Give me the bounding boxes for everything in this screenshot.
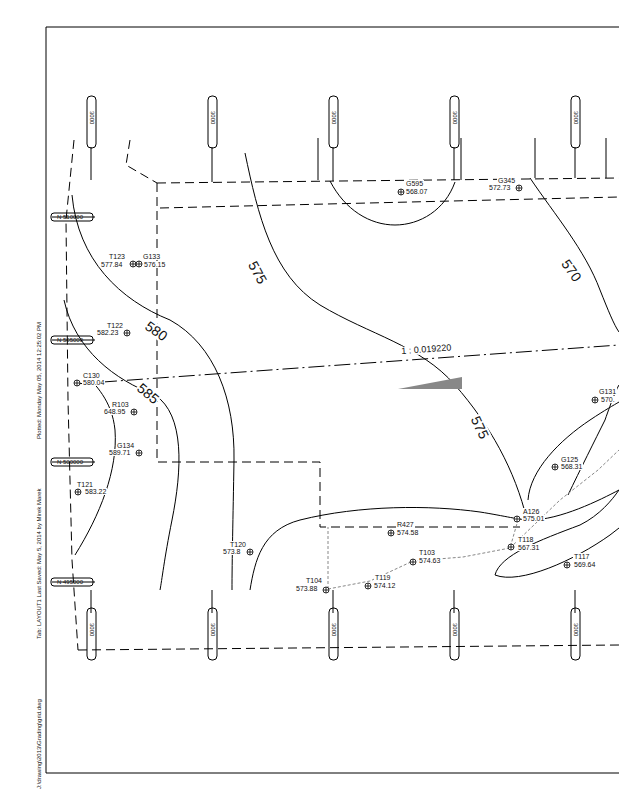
point-id: T121 — [76, 481, 94, 488]
plot-stamp: Tab: LAYOUT1 Last Saved: May 5, 2014 by … — [36, 487, 42, 640]
point-id: T123 — [108, 253, 126, 260]
contour-elevation: 585 — [134, 380, 162, 407]
elevation-value: 589.71 — [108, 449, 131, 456]
plot-stamp: J:\drawing\2013\Grading\grid.dwg — [36, 698, 42, 790]
elevation-value: 583.22 — [84, 488, 107, 495]
elevation-value: 573.88 — [295, 585, 318, 592]
grid-ticks — [52, 138, 606, 613]
elevation-value: 570. — [600, 396, 616, 403]
contour-elevation: 575 — [468, 413, 491, 442]
grid-bubble-label: 3000 — [331, 110, 337, 125]
point-id: G131 — [598, 388, 617, 395]
point-id: C130 — [82, 372, 101, 379]
point-id: G125 — [560, 456, 579, 463]
point-id: T122 — [106, 322, 124, 329]
grid-label: N 510000 — [56, 214, 84, 220]
point-id: G345 — [497, 177, 516, 184]
grid-bubble-label: 3000 — [331, 622, 337, 637]
point-id: T120 — [229, 541, 247, 548]
elevation-value: 577.84 — [100, 261, 123, 268]
point-id: T119 — [374, 574, 391, 581]
elevation-value: 574.12 — [373, 582, 396, 589]
contour-elevation: 580 — [142, 318, 171, 344]
point-id: T117 — [573, 553, 590, 560]
grid-bubble-label: 3000 — [210, 110, 216, 125]
contour-lines — [64, 153, 619, 590]
point-id: G133 — [142, 253, 161, 260]
slope-label: 1 : 0.019220 — [400, 343, 453, 356]
grid-bubbles — [51, 96, 580, 660]
grid-label: N 505000 — [56, 337, 84, 343]
elevation-value: 582.23 — [96, 329, 119, 336]
elevation-value: 567.31 — [517, 544, 540, 551]
grid-label: N 500000 — [56, 459, 84, 465]
contour-elevation: 575 — [246, 258, 270, 287]
slope-arrow — [398, 377, 462, 389]
center-line — [75, 345, 619, 384]
point-id: T118 — [517, 536, 534, 543]
grid-bubble-label: 3000 — [89, 110, 95, 125]
grid-label: N 495000 — [56, 579, 84, 585]
elevation-value: 575.01 — [522, 515, 545, 522]
elevation-value: 573.8 — [222, 548, 242, 555]
grid-bubble-label: 3000 — [573, 622, 579, 637]
boundary-lines — [66, 140, 619, 650]
grid-bubble-label: 3000 — [573, 110, 579, 125]
point-id: T103 — [418, 549, 436, 556]
grid-bubble-label: 3000 — [452, 622, 458, 637]
plot-stamp: Plotted: Monday May 05, 2014 12:25:02 PM — [36, 321, 42, 440]
point-id: A126 — [522, 508, 540, 515]
point-id: R427 — [396, 521, 415, 528]
contour-elevation: 570 — [559, 256, 585, 285]
point-id: G134 — [116, 442, 135, 449]
survey-markers — [74, 185, 598, 593]
point-id: T104 — [305, 577, 323, 584]
elevation-value: 569.64 — [573, 561, 596, 568]
elevation-value: 580.04 — [82, 379, 105, 386]
elevation-value: 568.07 — [405, 188, 428, 195]
grid-bubble-label: 3000 — [452, 110, 458, 125]
drain-line — [328, 450, 619, 589]
elevation-value: 648.95 — [103, 408, 126, 415]
point-id: G595 — [405, 180, 424, 187]
elevation-value: 574.63 — [418, 557, 441, 564]
point-id: R103 — [111, 401, 130, 408]
grid-bubble-label: 3000 — [89, 622, 95, 637]
sheet-border — [46, 27, 619, 773]
elevation-value: 568.31 — [560, 463, 583, 470]
elevation-value: 574.58 — [396, 529, 419, 536]
elevation-value: 572.73 — [488, 184, 511, 191]
elevation-value: 576.15 — [143, 261, 166, 268]
grid-bubble-label: 3000 — [210, 622, 216, 637]
